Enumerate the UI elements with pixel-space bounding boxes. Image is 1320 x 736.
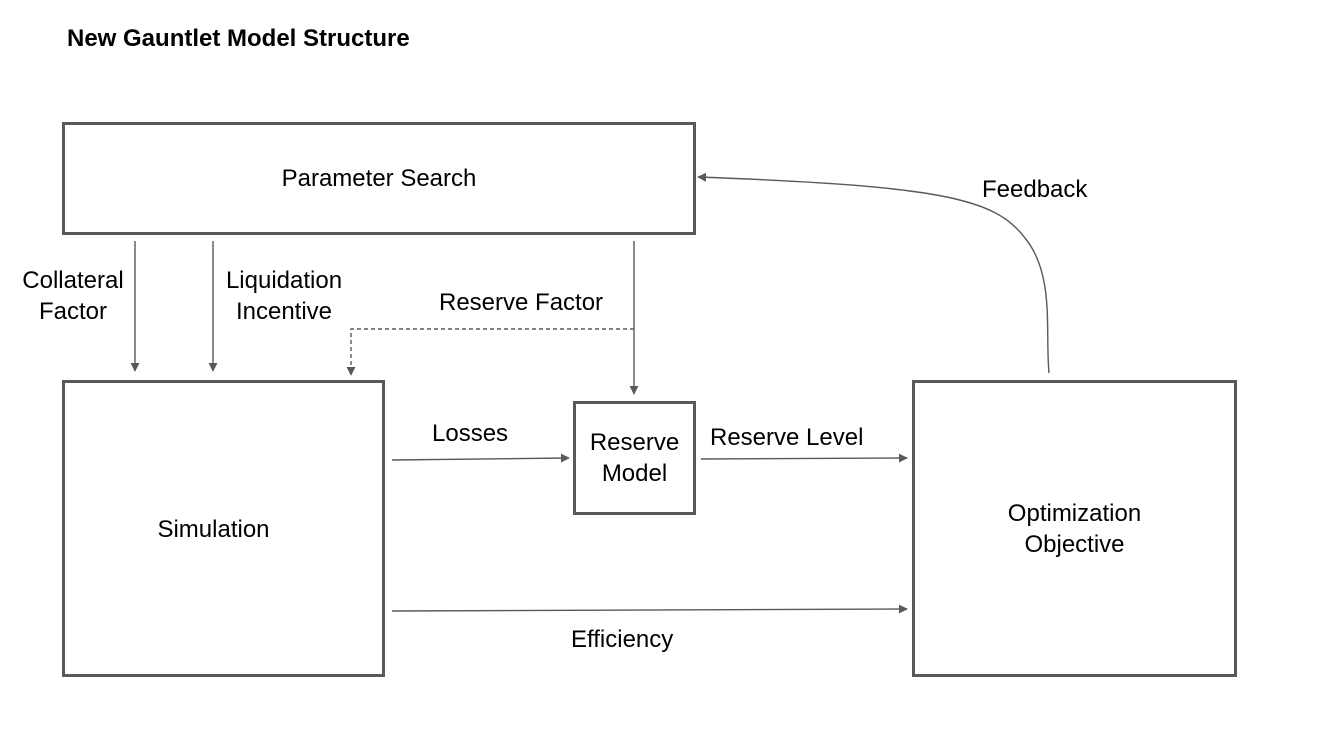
optimization-objective-label: Optimization Objective <box>1008 498 1141 560</box>
reserve-model-label: Reserve Model <box>590 427 679 489</box>
reserve-factor-label: Reserve Factor <box>439 289 604 316</box>
feedback-arrow <box>697 172 1050 374</box>
diagram-title: New Gauntlet Model Structure <box>67 25 410 52</box>
collateral-factor-line2: Factor <box>38 298 107 325</box>
optimization-objective-node: Optimization Objective <box>912 380 1237 677</box>
parameter-search-label: Parameter Search <box>281 165 477 192</box>
feedback-label: Feedback <box>982 176 1088 203</box>
collateral-factor-label: Collateral Factor <box>8 265 138 327</box>
reserve-model-label-line1: Reserve <box>589 429 680 456</box>
losses-label: Losses <box>432 420 509 447</box>
optimization-objective-label-line1: Optimization <box>1007 499 1142 527</box>
losses-arrow <box>391 453 570 463</box>
reserve-factor-dashed-arrow <box>346 328 634 376</box>
efficiency-arrow <box>391 604 908 614</box>
simulation-node: Simulation <box>62 380 385 677</box>
reserve-level-label: Reserve Level <box>710 424 864 451</box>
efficiency-label: Efficiency <box>571 626 674 653</box>
reserve-level-arrow <box>700 453 908 463</box>
reserve-model-label-line2: Model <box>601 460 668 487</box>
liquidation-incentive-label: Liquidation Incentive <box>214 265 354 327</box>
optimization-objective-label-line2: Objective <box>1024 530 1125 558</box>
reserve-model-node: Reserve Model <box>573 401 696 515</box>
collateral-factor-line1: Collateral <box>22 267 124 294</box>
liquidation-incentive-line2: Incentive <box>235 298 333 325</box>
simulation-label: Simulation <box>157 516 270 543</box>
parameter-search-node: Parameter Search <box>62 122 696 235</box>
liquidation-incentive-line1: Liquidation <box>225 267 343 294</box>
